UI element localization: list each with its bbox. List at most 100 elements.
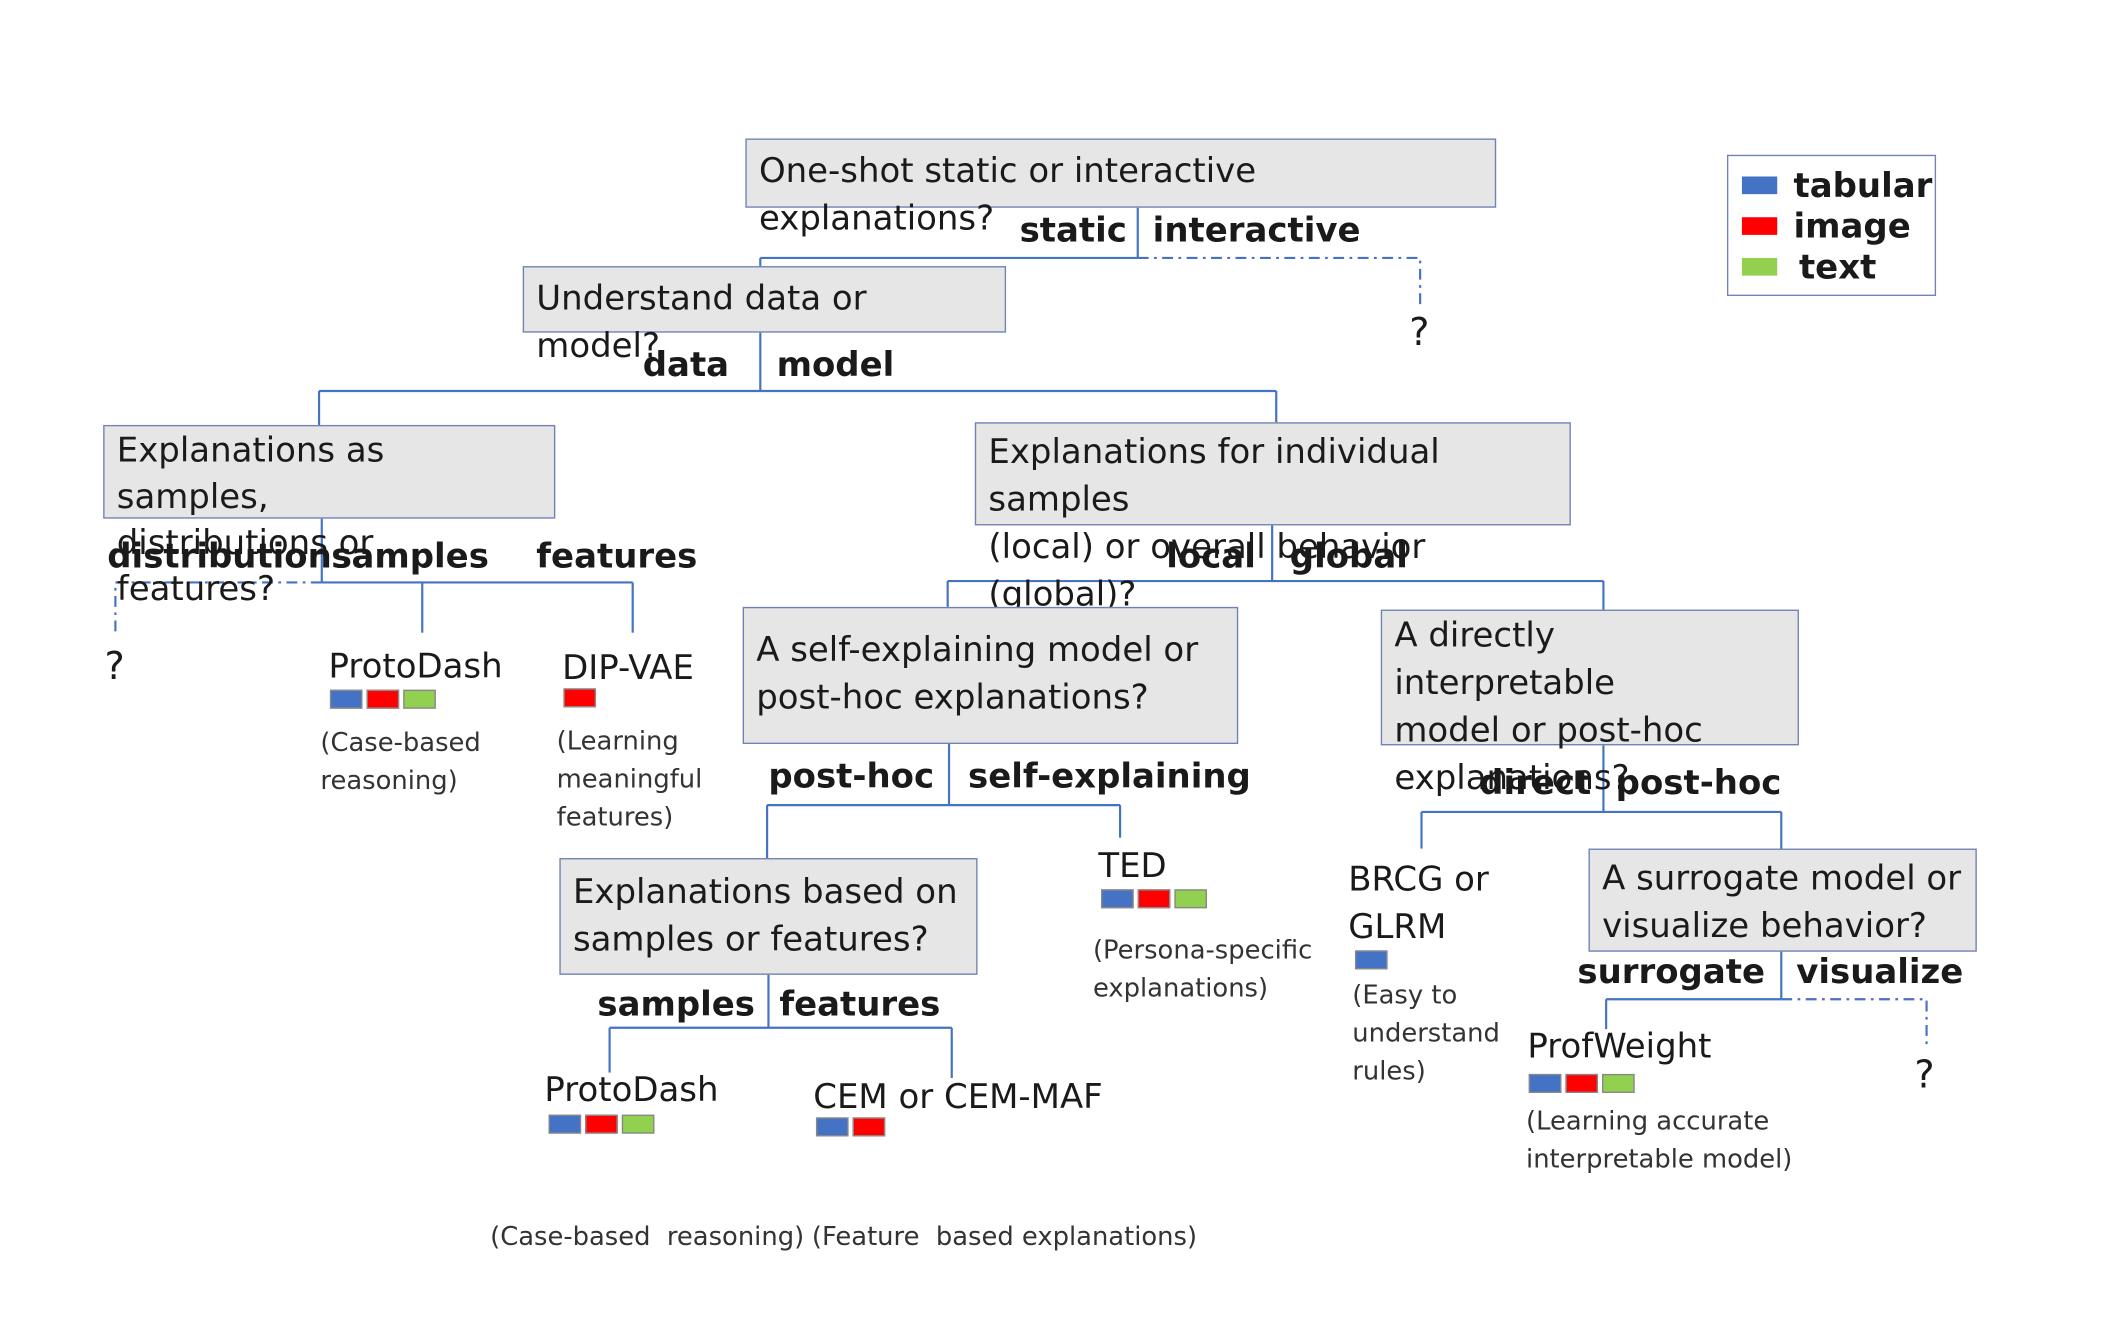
tabular-swatch (1741, 175, 1778, 194)
question-text: Explanations as samples, (116, 430, 385, 516)
question-text: visualize behavior? (1602, 905, 1927, 945)
label-data: data (642, 344, 730, 385)
question-text: A self-explaining model or (756, 629, 1199, 670)
question-text: Explanations for individual samples (988, 431, 1440, 519)
method-ted: TED (1098, 845, 1167, 886)
unknown-distributions: ? (104, 643, 125, 689)
question-text: A directly interpretable (1394, 615, 1616, 702)
text-bar (1602, 1073, 1635, 1093)
question-text: distributions or features? (116, 522, 374, 609)
method-protodash: ProtoDash (544, 1069, 719, 1110)
legend-label: tabular (1793, 164, 1933, 205)
tabular-bar (1101, 889, 1134, 909)
method-brcg-or-glrm: BRCG or GLRM (1348, 855, 1489, 950)
description-line: (Learning (556, 726, 679, 757)
text-bar (403, 689, 436, 709)
unknown-visualize: ? (1914, 1052, 1935, 1098)
label-local: local (1166, 536, 1256, 576)
question-text: explanations? (1394, 757, 1630, 797)
modality-bars (1354, 950, 1392, 970)
method-protodash: ProtoDash (328, 646, 503, 686)
modality-bars (548, 1114, 659, 1134)
description-line: (Persona-specific (1092, 935, 1313, 966)
modality-bars (329, 689, 440, 709)
modality-bars (1528, 1073, 1639, 1093)
method-description: (Case-based reasoning) (320, 724, 480, 800)
description-line: (Case-based (320, 727, 481, 758)
method-description: (Learning meaningful features) (557, 722, 703, 836)
image-bar (563, 688, 597, 708)
method-cem-or-cem-maf: CEM or CEM-MAF (813, 1076, 1103, 1117)
legend-item-image: image (1741, 205, 1911, 246)
description-line: (Feature based explanations) (811, 1221, 1198, 1252)
label-direct: direct (1479, 763, 1592, 803)
label-post-hoc: post-hoc (768, 756, 935, 796)
description-line: understand (1352, 1018, 1500, 1049)
description-line: (Learning accurate (1526, 1106, 1770, 1137)
question-text: Understand data or model? (536, 278, 867, 366)
label-interactive: interactive (1152, 210, 1361, 250)
method-description: (Persona-specific explanations) (1093, 931, 1312, 1007)
label-distributions: distributions (107, 536, 353, 576)
legend-label: image (1793, 205, 1911, 246)
question-text: Explanations based on (572, 871, 958, 912)
label-post-hoc: post-hoc (1615, 763, 1782, 803)
question-text: One-shot static or interactive explanati… (758, 150, 1257, 238)
label-features: features (779, 984, 941, 1024)
image-bar (366, 689, 400, 709)
question-local-or-global: Explanations for individual samples (loc… (974, 422, 1571, 614)
method-description: (Feature based explanations) (812, 1142, 1197, 1332)
image-bar (585, 1114, 618, 1134)
decision-tree-diagram: tabular image text One-shot static or in… (103, 138, 1977, 1252)
description-line: explanations) (1092, 973, 1269, 1004)
question-direct-or-posthoc: A directly interpretable model or post-h… (1380, 609, 1799, 797)
tabular-bar (329, 689, 363, 709)
question-text: (local) or overall behavior (global)? (988, 526, 1426, 614)
method-dip-vae: DIP-VAE (562, 647, 694, 687)
image-swatch (1741, 216, 1778, 235)
label-samples: samples (597, 984, 756, 1024)
label-static: static (1019, 210, 1127, 250)
label-model: model (776, 344, 895, 385)
question-data-or-model: Understand data or model? (522, 266, 1007, 365)
connector-lines (114, 207, 1928, 1079)
unknown-interactive: ? (1409, 309, 1430, 355)
label-visualize: visualize (1796, 951, 1964, 992)
tabular-bar (548, 1114, 582, 1134)
question-surrogate-or-visualize: A surrogate model or visualize behavior? (1588, 848, 1977, 952)
question-text: samples or features? (572, 919, 929, 959)
label-features: features (536, 536, 698, 576)
legend-item-text: text (1741, 246, 1877, 287)
question-samples-or-features: Explanations based on samples or feature… (559, 858, 978, 975)
method-profweight: ProfWeight (1527, 1026, 1712, 1066)
description-line: (Case-based reasoning) (490, 1221, 805, 1252)
description-line: features) (556, 802, 674, 833)
description-line: rules) (1352, 1056, 1426, 1087)
question-text: post-hoc explanations? (756, 677, 1149, 717)
description-line: reasoning) (320, 765, 458, 796)
method-name-line: GLRM (1348, 906, 1447, 947)
label-surrogate: surrogate (1577, 951, 1765, 992)
text-swatch (1741, 257, 1778, 275)
description-line: (Easy to (1352, 980, 1458, 1011)
branch-visualize-dashed (1781, 998, 1928, 1046)
method-description: (Case-based reasoning) (490, 1142, 804, 1332)
legend-label: text (1798, 246, 1877, 286)
label-global: global (1289, 536, 1408, 576)
tabular-bar (815, 1117, 849, 1137)
legend-item-tabular: tabular (1741, 164, 1933, 205)
image-bar (852, 1117, 886, 1137)
method-description: (Learning accurate interpretable model) (1526, 1102, 1792, 1178)
question-self-explaining-or-posthoc: A self-explaining model or post-hoc expl… (742, 606, 1239, 745)
method-description: (Easy to understand rules) (1352, 976, 1500, 1090)
text-bar (1174, 889, 1207, 909)
modality-bars (815, 1117, 889, 1137)
label-self-explaining: self-explaining (968, 756, 1251, 796)
label-samples: samples (331, 536, 489, 576)
modality-bars (1101, 889, 1211, 909)
image-bar (1137, 889, 1171, 909)
branch-interactive-dashed (1137, 256, 1422, 306)
question-samples-distributions-features: Explanations as samples, distributions o… (103, 424, 556, 608)
tabular-bar (1354, 950, 1388, 970)
text-bar (621, 1114, 655, 1134)
